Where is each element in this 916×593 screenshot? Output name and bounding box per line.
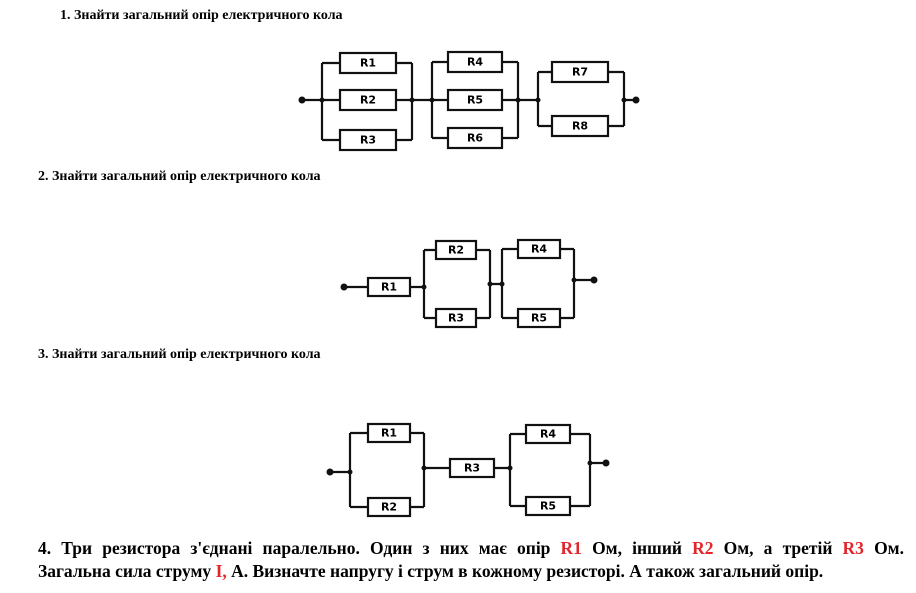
resistor-label: R2 (360, 94, 376, 107)
var-r1: R1 (560, 538, 582, 558)
circuit-1: R1 R2 R3 R4 R5 R6 R7 R8 (298, 50, 640, 152)
var-i: I, (215, 561, 227, 581)
resistor-label: R5 (531, 312, 547, 325)
var-r3: R3 (842, 538, 864, 558)
text: Ом. (863, 538, 904, 558)
resistor-label: R3 (448, 312, 464, 325)
text: 4. Три резистора з'єднані паралельно. Од… (38, 538, 561, 558)
resistor-label: R5 (467, 94, 483, 107)
resistor-label: R4 (467, 56, 483, 69)
resistor-label: R5 (540, 500, 556, 513)
text: Ом, а третій (713, 538, 843, 558)
task-3-title: 3. Знайти загальний опір електричного ко… (38, 347, 321, 362)
resistor-label: R8 (572, 120, 588, 133)
text: Ом, інший (581, 538, 693, 558)
text: А. Визначте напругу і струм в кожному ре… (226, 561, 824, 581)
resistor-label: R1 (360, 57, 376, 70)
resistor-label: R3 (464, 462, 480, 475)
resistor-label: R4 (531, 243, 547, 256)
resistor-label: R2 (448, 244, 464, 257)
resistor-label: R1 (381, 281, 397, 294)
task-4-line-1: 4. Три резистора з'єднані паралельно. Од… (38, 538, 904, 559)
circuit-3: R1 R2 R3 R4 R5 (326, 422, 610, 518)
circuit-2: R1 R2 R3 R4 R5 (340, 238, 598, 329)
resistor-label: R2 (381, 501, 397, 514)
task-4-line-2: Загальна сила струму I, А. Визначте напр… (38, 561, 904, 582)
resistor-label: R1 (381, 427, 397, 440)
resistor-label: R6 (467, 132, 483, 145)
resistor-label: R7 (572, 66, 588, 79)
resistor-label: R3 (360, 134, 376, 147)
text: Загальна сила струму (38, 561, 216, 581)
task-1-title: 1. Знайти загальний опір електричного ко… (60, 8, 343, 23)
task-2-title: 2. Знайти загальний опір електричного ко… (38, 169, 321, 184)
var-r2: R2 (692, 538, 714, 558)
resistor-label: R4 (540, 428, 556, 441)
